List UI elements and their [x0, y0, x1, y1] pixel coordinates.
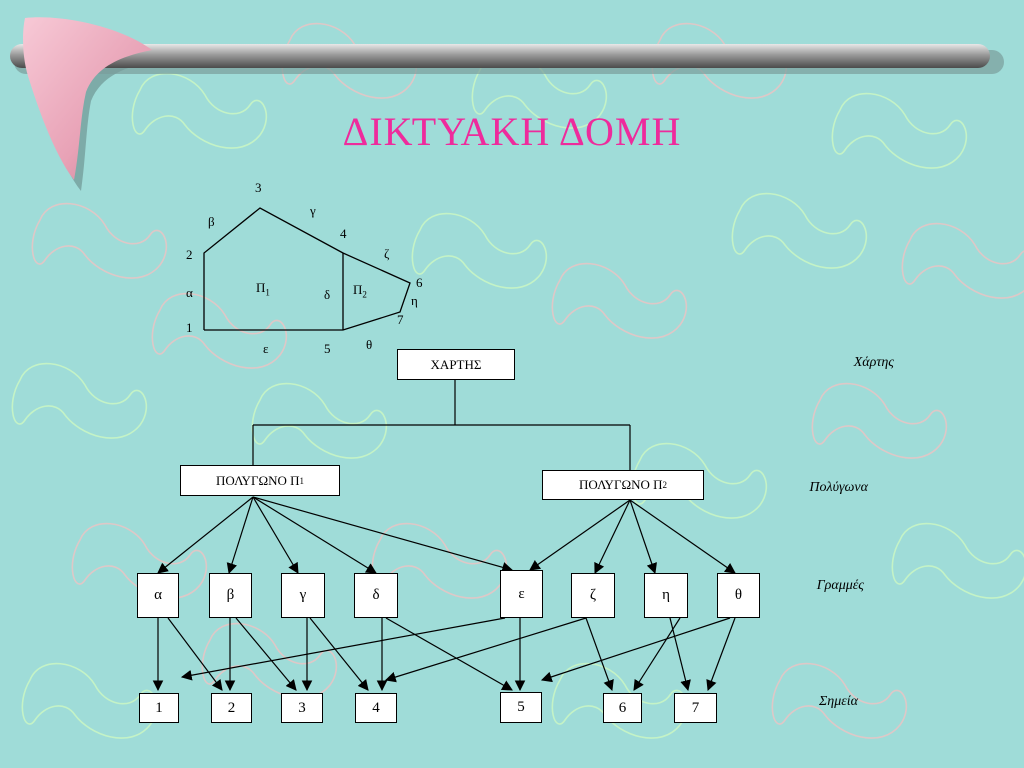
vertex-label-7: 7: [397, 312, 404, 327]
level-label-map: Χάρτης: [853, 355, 894, 370]
point-node-6: 6: [603, 693, 642, 723]
line-point-arrows: [152, 617, 736, 692]
line-node-alpha: α: [137, 573, 179, 618]
point-node-4: 4: [355, 693, 397, 723]
vertex-label-2: 2: [186, 247, 193, 262]
line-node-delta: δ: [354, 573, 398, 618]
polygon-sketch: [203, 207, 411, 331]
level-label-points: Σημεία: [818, 694, 858, 709]
edge-label-beta: β: [208, 214, 215, 229]
point-node-5: 5: [500, 692, 542, 723]
vertex-label-6: 6: [416, 275, 423, 290]
edge-label-theta: θ: [366, 337, 373, 352]
edge-label-eta: η: [411, 293, 418, 308]
line-node-beta: β: [209, 573, 252, 618]
title-bar-decoration: [10, 44, 990, 68]
polygon-label-p2: Π2: [353, 282, 367, 300]
polygon-line-arrows: [157, 496, 736, 575]
page-title: ΔΙΚΤΥΑΚΗ ΔΟΜΗ: [342, 109, 682, 154]
point-node-3: 3: [281, 693, 323, 723]
edge-label-delta: δ: [324, 287, 331, 302]
tree-connectors: [252, 380, 631, 470]
level-label-lines: Γραμμές: [816, 578, 864, 593]
vertex-label-4: 4: [340, 226, 347, 241]
edge-label-gamma: γ: [310, 203, 316, 218]
line-node-theta: θ: [717, 573, 760, 618]
polygon-label-p1: Π1: [256, 280, 270, 298]
line-node-eta: η: [644, 573, 688, 618]
point-node-7: 7: [674, 693, 717, 723]
edge-label-epsilon: ε: [263, 341, 269, 356]
line-node-gamma: γ: [281, 573, 325, 618]
level-label-polygons: Πολύγωνα: [809, 480, 868, 495]
vertex-label-5: 5: [324, 341, 331, 356]
point-node-2: 2: [211, 693, 252, 723]
edge-label-zeta: ζ: [384, 246, 390, 261]
map-node: ΧΑΡΤΗΣ: [397, 349, 515, 380]
line-node-epsilon: ε: [500, 570, 543, 618]
vertex-label-3: 3: [255, 180, 262, 195]
boomerang-logo: [23, 17, 153, 180]
line-node-zeta: ζ: [571, 573, 615, 618]
point-node-1: 1: [139, 693, 179, 723]
vertex-label-1: 1: [186, 320, 193, 335]
edge-label-alpha: α: [186, 285, 193, 300]
